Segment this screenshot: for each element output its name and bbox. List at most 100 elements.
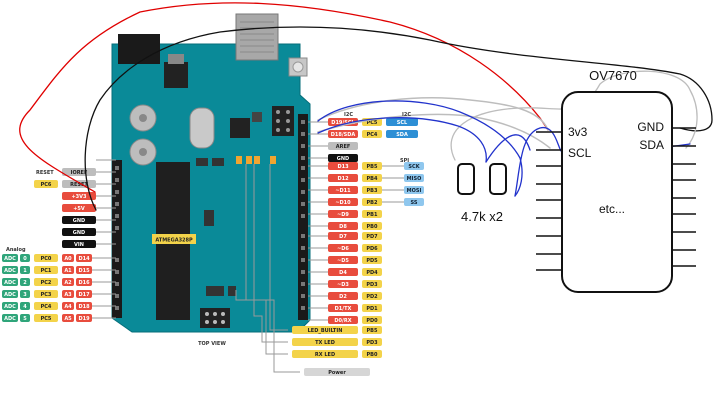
led-label: Power (328, 370, 346, 376)
analog-name-tag (62, 278, 74, 286)
power-pin-label-tag (62, 228, 96, 236)
analog-adc: ADC (4, 292, 16, 298)
digital-pin-label-tag (328, 268, 358, 276)
voltage-regulator (164, 62, 188, 88)
led (270, 156, 276, 164)
analog-adc: ADC (4, 280, 16, 286)
digital-pin-port: PB2 (367, 200, 378, 206)
analog-adc-tag (2, 254, 18, 262)
analog-adc-tag (2, 278, 18, 286)
pin-3v3-label: 3v3 (568, 125, 588, 139)
resistor-2 (489, 163, 507, 195)
analog-port: PC4 (41, 304, 52, 310)
reset-caption: RESET (36, 170, 54, 176)
analog-digital: D16 (78, 280, 90, 286)
led-label-tag (292, 338, 358, 346)
digital-pin-label: D7 (339, 234, 347, 240)
analog-num: 2 (23, 280, 27, 286)
analog-title: Analog (6, 247, 26, 253)
analog-adc: ADC (4, 268, 16, 274)
analog-digital: D17 (78, 292, 90, 298)
digital-pin-label-tag (328, 174, 358, 182)
icsp-header-bottom (200, 308, 230, 328)
led-label: RX LED (315, 352, 335, 358)
analog-num: 5 (23, 316, 27, 322)
module-name: OV7670 (589, 68, 637, 83)
resistor-label: 4.7k x2 (461, 209, 503, 224)
digital-pin-label-tag (328, 292, 358, 300)
analog-name-tag (62, 290, 74, 298)
digital-pin-label-tag (328, 198, 358, 206)
digital-pin-port: PD2 (366, 294, 378, 300)
digital-pin-port: PB5 (367, 164, 378, 170)
led (236, 156, 242, 164)
ov7670-module: OV7670 3v3 SCL GND SDA (536, 68, 696, 293)
module-right-pins (672, 127, 696, 267)
analog-digital: D14 (78, 256, 90, 262)
digital-pin-port: PB3 (367, 188, 378, 194)
digital-pin-label: ~D3 (337, 282, 349, 288)
digital-pin-label: ~D5 (337, 258, 349, 264)
power-pin-label-tag (62, 192, 96, 200)
analog-digital-tag (76, 278, 92, 286)
spi-pin-label: SS (411, 200, 418, 206)
top-view-label: TOP VIEW (198, 341, 226, 347)
power-pin-label-tag (62, 156, 96, 164)
dc-jack (118, 34, 160, 64)
power-pin-label-tag (62, 168, 96, 176)
spi-pin-label-tag (404, 162, 424, 170)
pin-sda-label: SDA (639, 138, 664, 152)
analog-digital-tag (76, 266, 92, 274)
spi-pin-label-tag (404, 186, 424, 194)
pullup-resistors: 4.7k x2 (457, 163, 507, 224)
analog-port-tag (34, 278, 58, 286)
led-port-tag (362, 326, 382, 334)
wire-gnd (84, 26, 713, 211)
digital-pin-label-tag (328, 280, 358, 288)
analog-port-tag (34, 254, 58, 262)
wire-scl (317, 100, 523, 197)
icsp-header-top (272, 106, 294, 136)
top-pin-port: PC5 (367, 120, 378, 126)
led-label: LED_BUILTIN (308, 328, 343, 334)
digital-pin-label-tag (328, 162, 358, 170)
analog-digital: D19 (78, 316, 90, 322)
digital-pin-port-tag (362, 198, 382, 206)
analog-adc: ADC (4, 304, 16, 310)
digital-pin-label: D4 (339, 270, 347, 276)
analog-port-tag (34, 266, 58, 274)
top-pin-function: SCL (397, 120, 408, 126)
i2c-caption: I2C (344, 112, 353, 118)
analog-digital-tag (76, 254, 92, 262)
digital-pin-label-tag (328, 316, 358, 324)
power-pin-label: IOREF (71, 170, 88, 176)
digital-pin-port: PD6 (366, 246, 378, 252)
analog-num-tag (20, 278, 30, 286)
top-pin-port: PC4 (367, 132, 378, 138)
digital-pin-port: PD7 (366, 234, 378, 240)
digital-pin-label: ~D6 (337, 246, 349, 252)
led-label-tag (292, 350, 358, 358)
wire-gray-3 (450, 70, 698, 161)
crystal (189, 107, 215, 149)
spi-pin-label-tag (404, 198, 424, 206)
top-pin-label: D19/SCL (331, 120, 355, 126)
analog-digital-tag (76, 314, 92, 322)
digital-pin-port-tag (362, 292, 382, 300)
analog-adc-tag (2, 314, 18, 322)
usb-port (235, 13, 279, 61)
analog-name: A0 (64, 256, 72, 262)
analog-adc-tag (2, 302, 18, 310)
power-pin-label: +3V3 (71, 194, 87, 200)
digital-pin-port: PB1 (367, 212, 378, 218)
led-port-tag (362, 350, 382, 358)
analog-port: PC1 (41, 268, 52, 274)
analog-adc-tag (2, 290, 18, 298)
spi-caption: SPI (400, 158, 409, 164)
analog-port: PC5 (41, 316, 52, 322)
wire-3v3 (19, 2, 549, 193)
top-pin-label-tag (328, 130, 358, 138)
power-pin-label: RESET (70, 182, 88, 188)
led-port: PB0 (367, 352, 378, 358)
